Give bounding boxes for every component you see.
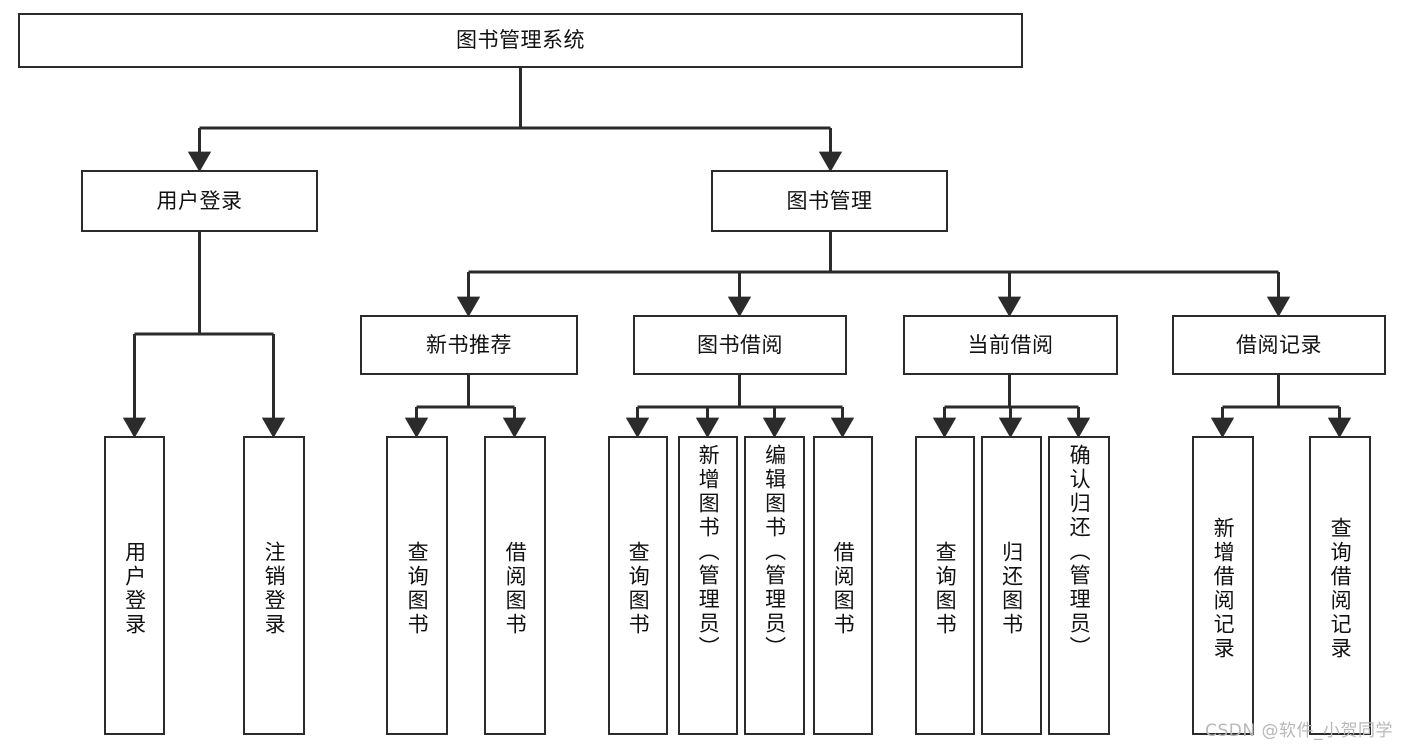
leaf-add-borrow-record-label: 新增借阅记录 xyxy=(1211,516,1236,661)
leaf-return-book-label: 归还图书 xyxy=(999,540,1024,637)
leaf-query-book-current[interactable]: 查询图书 xyxy=(915,436,975,735)
node-book-management-label: 图书管理 xyxy=(786,188,873,213)
csdn-watermark: CSDN @软件_小贺同学 xyxy=(1205,721,1393,741)
node-book-management[interactable]: 图书管理 xyxy=(711,170,948,232)
leaf-borrow-book-label: 借阅图书 xyxy=(831,540,856,637)
node-new-book-recommend[interactable]: 新书推荐 xyxy=(360,315,578,375)
node-user-login-label: 用户登录 xyxy=(156,188,243,213)
node-user-login[interactable]: 用户登录 xyxy=(81,170,318,232)
node-root-label: 图书管理系统 xyxy=(456,28,585,53)
node-borrow-records-label: 借阅记录 xyxy=(1236,332,1322,357)
node-book-borrow-label: 图书借阅 xyxy=(697,332,783,357)
node-current-borrow-label: 当前借阅 xyxy=(967,332,1054,357)
leaf-confirm-return-admin-label: 确认归还（管理员） xyxy=(1067,444,1092,660)
leaf-user-login-label: 用户登录 xyxy=(122,540,147,637)
leaf-edit-book-admin-label: 编辑图书（管理员） xyxy=(762,444,787,660)
leaf-borrow-book-new-label: 借阅图书 xyxy=(503,540,528,637)
leaf-query-book-new-label: 查询图书 xyxy=(405,540,430,637)
leaf-query-book-borrow-label: 查询图书 xyxy=(626,540,651,637)
leaf-edit-book-admin[interactable]: 编辑图书（管理员） xyxy=(744,436,805,735)
leaf-query-book-borrow[interactable]: 查询图书 xyxy=(608,436,668,735)
node-current-borrow[interactable]: 当前借阅 xyxy=(903,315,1118,375)
leaf-query-borrow-record[interactable]: 查询借阅记录 xyxy=(1309,436,1371,735)
leaf-logout-label: 注销登录 xyxy=(262,540,287,637)
leaf-query-book-current-label: 查询图书 xyxy=(933,540,958,637)
leaf-query-borrow-record-label: 查询借阅记录 xyxy=(1328,516,1353,661)
leaf-add-book-admin[interactable]: 新增图书（管理员） xyxy=(678,436,738,735)
leaf-borrow-book[interactable]: 借阅图书 xyxy=(813,436,873,735)
leaf-query-book-new[interactable]: 查询图书 xyxy=(386,436,448,735)
leaf-add-borrow-record[interactable]: 新增借阅记录 xyxy=(1192,436,1254,735)
node-book-borrow[interactable]: 图书借阅 xyxy=(633,315,847,375)
node-root[interactable]: 图书管理系统 xyxy=(18,13,1023,68)
leaf-logout[interactable]: 注销登录 xyxy=(243,436,305,735)
node-new-book-recommend-label: 新书推荐 xyxy=(426,332,512,357)
leaf-confirm-return-admin[interactable]: 确认归还（管理员） xyxy=(1048,436,1110,735)
leaf-user-login[interactable]: 用户登录 xyxy=(104,436,165,735)
leaf-borrow-book-new[interactable]: 借阅图书 xyxy=(484,436,546,735)
leaf-add-book-admin-label: 新增图书（管理员） xyxy=(696,444,721,660)
leaf-return-book[interactable]: 归还图书 xyxy=(981,436,1042,735)
node-borrow-records[interactable]: 借阅记录 xyxy=(1172,315,1386,375)
